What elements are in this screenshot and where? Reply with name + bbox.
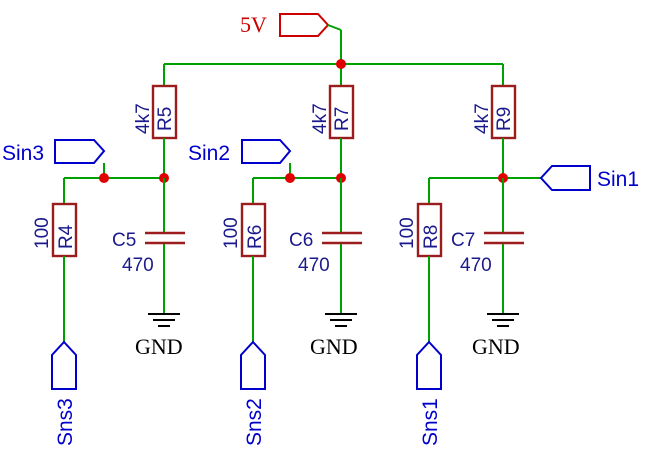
sin3-label: Sin3 <box>2 142 44 165</box>
gnd-label-3: GND <box>472 334 520 359</box>
sns2-port-shape <box>240 340 266 390</box>
sin1-port[interactable]: Sin1 <box>539 165 639 191</box>
sns2-port[interactable]: Sns2 <box>240 340 266 446</box>
channel-sin2: R7 4k7 Sin2 C6 470 GND R6 100 Sns2 <box>188 84 362 446</box>
channel-sin1: R9 4k7 Sin1 C7 470 GND R8 100 Sns1 <box>397 84 639 446</box>
c5-value: 470 <box>122 255 154 276</box>
r5-designator: R5 <box>155 107 176 131</box>
sin3-junction <box>99 173 109 183</box>
r8-designator: R8 <box>421 225 442 249</box>
sin2-port-shape <box>241 139 292 164</box>
c6-designator: C6 <box>289 230 313 251</box>
sin1-port-shape <box>539 165 591 191</box>
gnd-label-1: GND <box>135 334 183 359</box>
power-port-5v[interactable]: 5V <box>240 12 342 37</box>
sns1-label: Sns1 <box>419 398 442 446</box>
c7-value: 470 <box>460 255 492 276</box>
sin1-label: Sin1 <box>597 168 639 191</box>
c5-designator: C5 <box>112 230 136 251</box>
sns2-label: Sns2 <box>243 398 266 446</box>
power-rail <box>163 30 504 86</box>
gnd-symbol-2: GND <box>310 313 358 359</box>
channel-sin3: R5 4k7 Sin3 C5 470 GND R4 100 <box>2 84 185 446</box>
power-junction <box>336 59 346 69</box>
r4-value: 100 <box>32 217 53 249</box>
sns3-port[interactable]: Sns3 <box>51 340 77 446</box>
sin2-label: Sin2 <box>188 142 230 165</box>
r5-value: 4k7 <box>133 103 154 134</box>
sns1-port-shape <box>416 340 442 390</box>
r6-designator: R6 <box>245 225 266 249</box>
sns3-label: Sns3 <box>54 398 77 446</box>
c7-designator: C7 <box>451 230 475 251</box>
r4-designator: R4 <box>56 224 77 249</box>
power-port-shape <box>279 13 330 37</box>
r7-designator: R7 <box>332 107 353 131</box>
r8-value: 100 <box>397 217 418 249</box>
r7-value: 4k7 <box>310 103 331 134</box>
sin2-port[interactable]: Sin2 <box>188 139 292 165</box>
sin2-junction <box>285 173 295 183</box>
r6-value: 100 <box>221 217 242 249</box>
sns1-port[interactable]: Sns1 <box>416 340 442 446</box>
r9-designator: R9 <box>494 107 515 131</box>
gnd-symbol-3: GND <box>472 313 520 359</box>
sns3-port-shape <box>51 340 77 390</box>
power-port-stub <box>327 24 342 31</box>
sin3-port-shape <box>54 139 106 164</box>
power-label: 5V <box>240 12 267 37</box>
gnd-symbol-1: GND <box>135 313 183 359</box>
c6-value: 470 <box>298 255 330 276</box>
r9-value: 4k7 <box>472 103 493 134</box>
gnd-label-2: GND <box>310 334 358 359</box>
sin3-port[interactable]: Sin3 <box>2 139 106 165</box>
